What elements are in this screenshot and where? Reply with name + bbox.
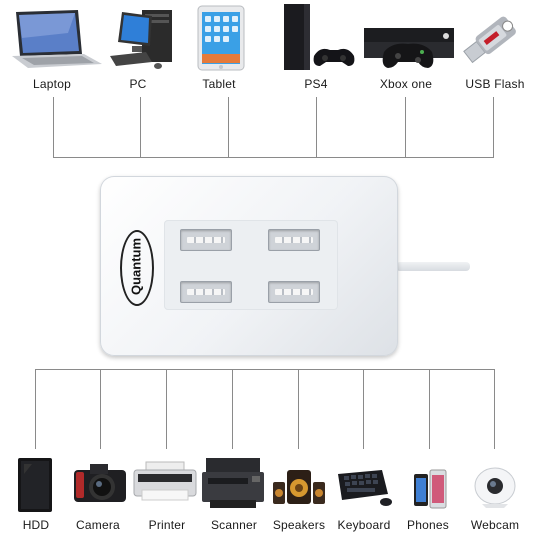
hdd-icon [18,458,52,512]
bottom-drop-camera [100,369,101,449]
label-ps4: PS4 [304,77,328,91]
label-pc: PC [129,77,147,91]
brand-name: Quantum [128,237,144,296]
label-keyboard: Keyboard [337,518,391,532]
usb-port-3[interactable] [180,281,232,303]
label-webcam: Webcam [470,518,520,532]
label-speakers: Speakers [272,518,326,532]
keyboard-icon [338,470,392,506]
label-hdd: HDD [22,518,50,532]
bottom-drop-hdd [35,369,36,449]
usb-port-4[interactable] [268,281,320,303]
ps4-icon [284,4,355,70]
label-camera: Camera [76,518,120,532]
usb-port-2[interactable] [268,229,320,251]
usb-cable [396,262,470,271]
bottom-bus-line [35,369,495,370]
bottom-drop-scanner [232,369,233,449]
scanner-icon [202,458,264,508]
label-phones: Phones [407,518,449,532]
bottom-drop-printer [166,369,167,449]
bottom-drop-keyboard [363,369,364,449]
label-scanner: Scanner [210,518,258,532]
brand-logo [120,230,154,306]
top-drop-xbox [405,97,406,158]
xbox-icon [364,28,454,68]
phones-icon [414,469,447,509]
top-drop-usb [493,97,494,158]
top-bus-line [53,157,494,158]
usb-hub: Quantum [100,176,398,356]
pc-icon [110,10,172,69]
port-panel [164,220,338,310]
label-usb-flash: USB Flash [465,77,525,91]
bottom-drop-webcam [494,369,495,449]
bottom-drop-phones [429,369,430,449]
laptop-icon [12,10,102,68]
camera-icon [74,464,126,502]
tablet-icon [197,5,245,71]
label-laptop: Laptop [33,77,71,91]
label-printer: Printer [148,518,186,532]
usb-flash-icon [463,16,516,64]
bottom-drop-speakers [298,369,299,449]
top-drop-tablet [228,97,229,158]
label-xbox: Xbox one [379,77,433,91]
top-drop-pc [140,97,141,158]
usb-port-1[interactable] [180,229,232,251]
label-tablet: Tablet [202,77,236,91]
speakers-icon [273,470,325,504]
webcam-icon [474,467,516,508]
printer-icon [133,461,197,501]
top-drop-ps4 [316,97,317,158]
top-drop-laptop [53,97,54,158]
